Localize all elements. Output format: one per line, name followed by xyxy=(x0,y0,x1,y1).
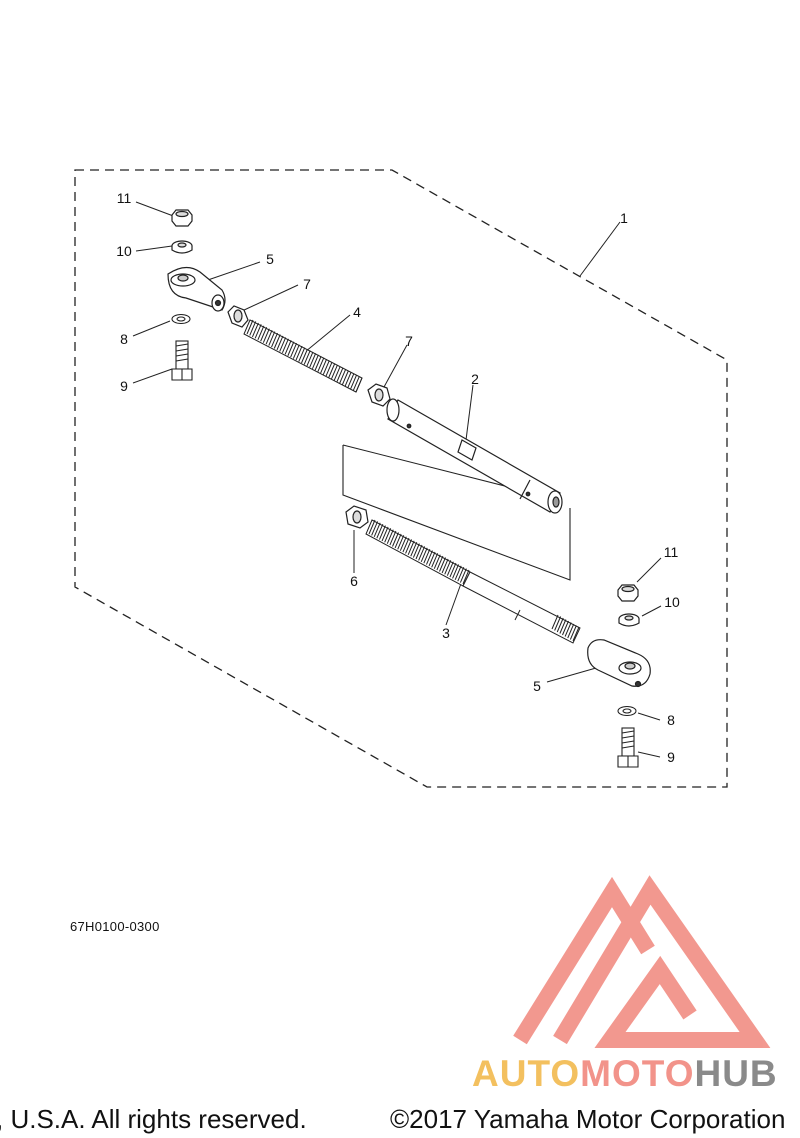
callout-8-upper: 8 xyxy=(120,331,128,347)
nut-11-upper xyxy=(171,209,193,227)
nut-7-left xyxy=(227,305,249,328)
threaded-rod-4 xyxy=(243,319,363,393)
callout-7-left: 7 xyxy=(303,276,311,292)
tube-2 xyxy=(386,398,563,514)
rod-end-lower xyxy=(587,639,651,688)
bolt-9-upper xyxy=(171,340,193,381)
leader-lines xyxy=(132,201,662,758)
callout-7-right: 7 xyxy=(405,333,413,349)
logo-text-auto: AUTO xyxy=(472,1053,581,1094)
subassembly-bracket xyxy=(342,445,571,581)
callout-5-upper: 5 xyxy=(266,251,274,267)
callout-10-lower: 10 xyxy=(664,594,680,610)
threaded-rod-3 xyxy=(365,519,581,644)
nut-6 xyxy=(345,505,369,529)
logo-text-hub: HUB xyxy=(694,1053,778,1094)
copyright-right: ©2017 Yamaha Motor Corporation xyxy=(390,1104,786,1134)
bolt-9-lower xyxy=(617,727,639,768)
callout-11-upper: 11 xyxy=(116,190,132,206)
washer-10-lower xyxy=(618,613,640,627)
nut-11-lower xyxy=(617,584,639,602)
callout-6: 6 xyxy=(350,573,358,589)
copyright-left: , U.S.A. All rights reserved. xyxy=(0,1104,307,1134)
automotohub-logo-mark xyxy=(513,875,771,1048)
automotohub-logo-text: AUTOMOTOHUB xyxy=(472,1053,778,1095)
kit-dashed-outline xyxy=(74,169,728,788)
washer-10-upper xyxy=(171,240,193,254)
callout-4: 4 xyxy=(353,304,361,320)
callout-9-lower: 9 xyxy=(667,749,675,765)
washer-8-upper xyxy=(171,313,191,325)
rod-end-upper xyxy=(167,266,226,312)
part-code: 67H0100-0300 xyxy=(70,919,160,934)
callout-10-upper: 10 xyxy=(116,243,132,259)
logo-text-moto: MOTO xyxy=(580,1053,695,1094)
callout-9-upper: 9 xyxy=(120,378,128,394)
callout-1: 1 xyxy=(620,210,628,226)
nut-7-right xyxy=(367,383,391,407)
callout-5-lower: 5 xyxy=(533,678,541,694)
callout-3: 3 xyxy=(442,625,450,641)
callout-2: 2 xyxy=(471,371,479,387)
callout-11-lower: 11 xyxy=(663,544,679,560)
washer-8-lower xyxy=(617,705,637,717)
callout-8-lower: 8 xyxy=(667,712,675,728)
